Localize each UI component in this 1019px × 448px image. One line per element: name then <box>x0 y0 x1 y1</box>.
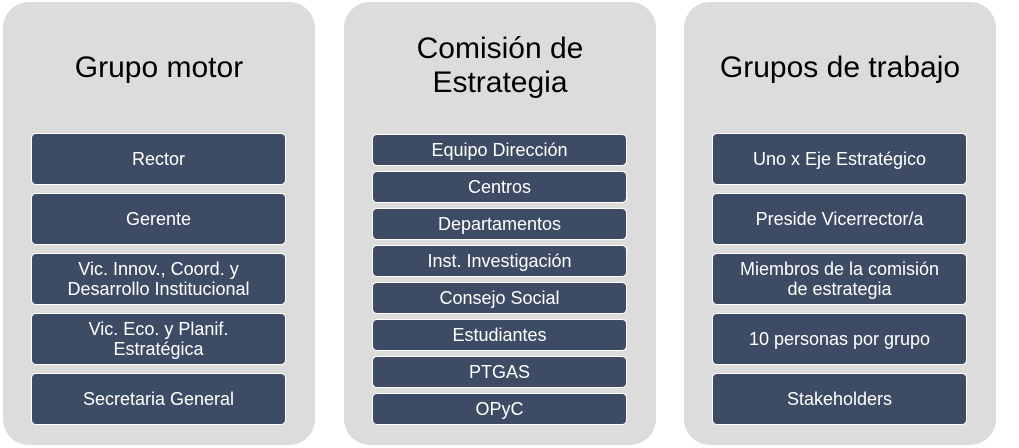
column-grupos-trabajo: Grupos de trabajo Uno x Eje Estratégico … <box>684 2 996 445</box>
member-box: Inst. Investigación <box>373 246 626 276</box>
member-box: Secretaria General <box>32 374 285 424</box>
member-box: OPyC <box>373 394 626 424</box>
member-box: Uno x Eje Estratégico <box>713 134 966 184</box>
member-box: Consejo Social <box>373 283 626 313</box>
member-box: Gerente <box>32 194 285 244</box>
member-box: Estudiantes <box>373 320 626 350</box>
member-box: Preside Vicerrector/a <box>713 194 966 244</box>
member-box: PTGAS <box>373 357 626 387</box>
column-title: Grupos de trabajo <box>719 51 961 84</box>
member-box: Centros <box>373 172 626 202</box>
member-box: Vic. Innov., Coord. y Desarrollo Institu… <box>32 254 285 304</box>
column-title: Grupo motor <box>74 51 244 84</box>
member-box: Vic. Eco. y Planif. Estratégica <box>32 314 285 364</box>
member-box: Departamentos <box>373 209 626 239</box>
member-box: Stakeholders <box>713 374 966 424</box>
member-box: Equipo Dirección <box>373 135 626 165</box>
column-title: Comisión de Estrategia <box>416 32 584 99</box>
member-box: 10 personas por grupo <box>713 314 966 364</box>
member-box: Rector <box>32 134 285 184</box>
column-grupo-motor: Grupo motor Rector Gerente Vic. Innov., … <box>3 2 315 445</box>
member-box: Miembros de la comisión de estrategia <box>713 254 966 304</box>
column-comision-estrategia: Comisión de Estrategia Equipo Dirección … <box>344 2 656 445</box>
